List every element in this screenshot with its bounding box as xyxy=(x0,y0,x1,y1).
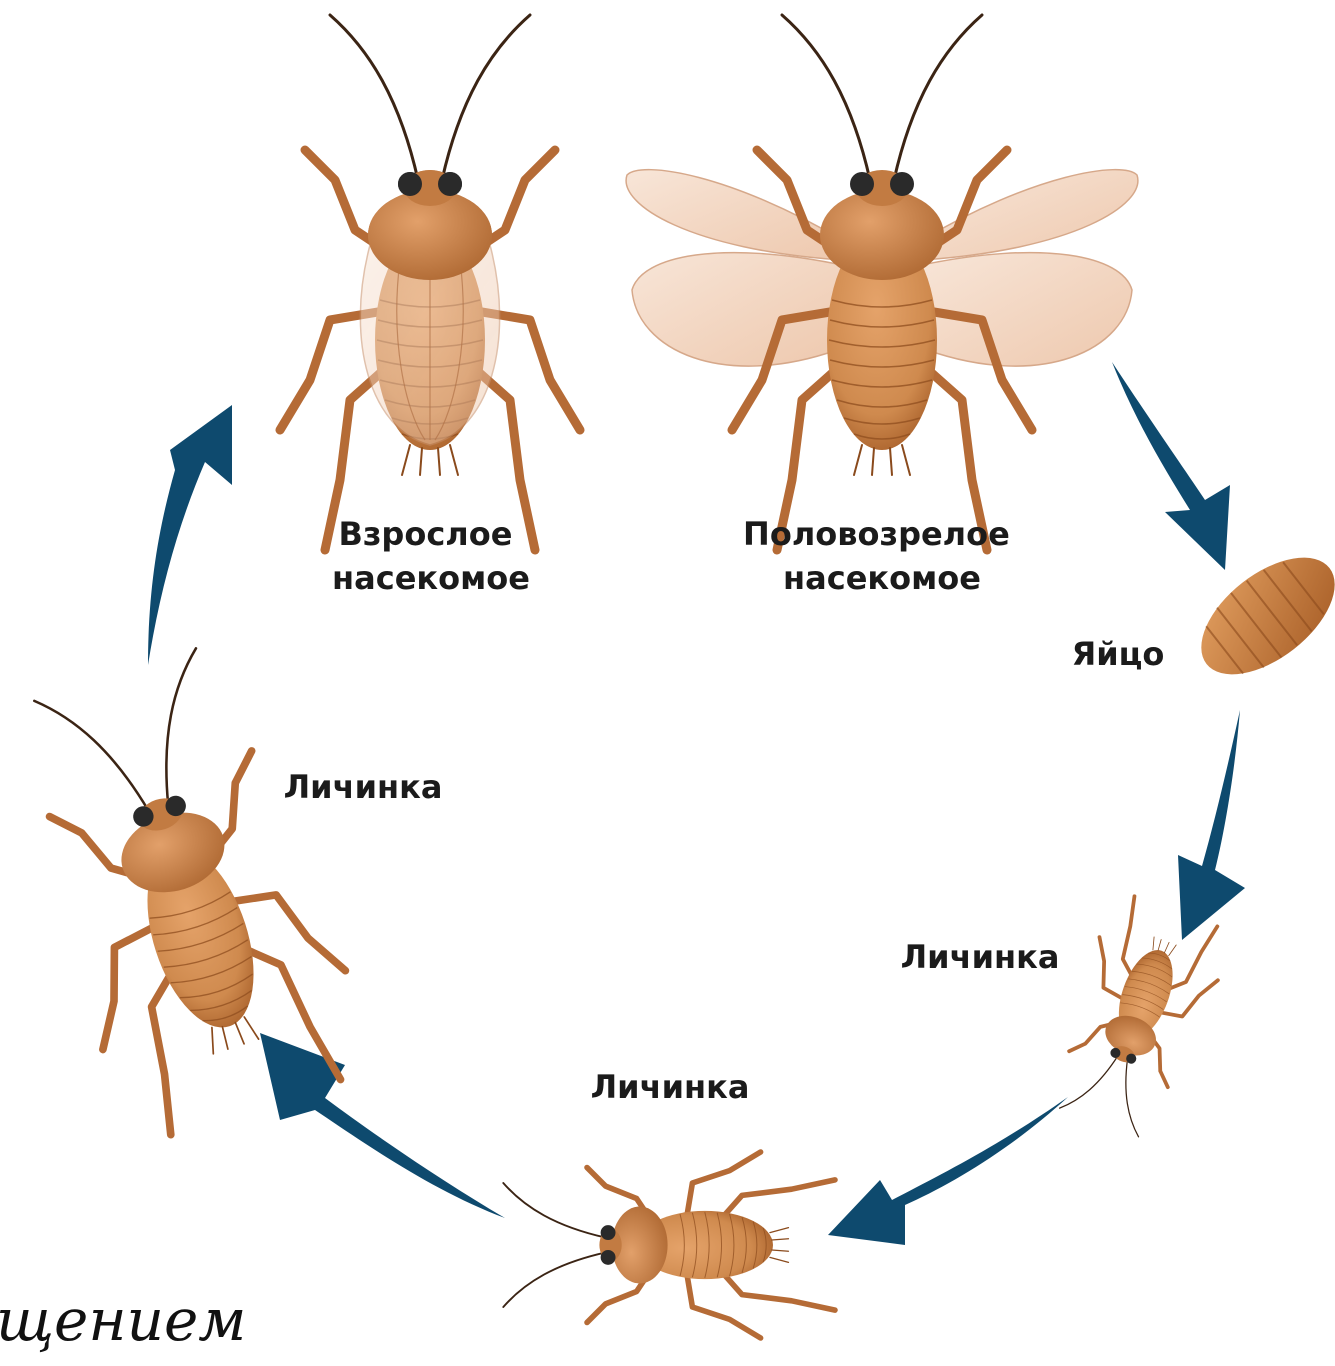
nymph-2-illustration xyxy=(503,1152,835,1338)
label-nymph-3: Личинка xyxy=(284,768,443,806)
label-nymph-2: Личинка xyxy=(591,1068,750,1106)
mature-cockroach-illustration xyxy=(626,15,1138,550)
arrow-nymph3-to-adult xyxy=(148,405,232,665)
arrow-mature-to-egg xyxy=(1112,362,1230,570)
partial-caption: щением xyxy=(0,1286,246,1354)
arrow-nymph1-to-nymph2 xyxy=(828,1097,1068,1245)
label-egg: Яйцо xyxy=(1072,635,1165,673)
label-adult: Взрослое насекомое xyxy=(332,515,530,597)
egg-illustration xyxy=(1181,535,1335,697)
nymph-1-illustration xyxy=(1040,890,1235,1144)
arrow-egg-to-nymph1 xyxy=(1178,710,1245,940)
label-mature: Половозрелое насекомое xyxy=(743,515,1021,597)
label-nymph-1: Личинка xyxy=(901,938,1060,976)
adult-cockroach-illustration xyxy=(280,15,580,550)
arrow-nymph2-to-nymph3 xyxy=(260,1033,505,1218)
